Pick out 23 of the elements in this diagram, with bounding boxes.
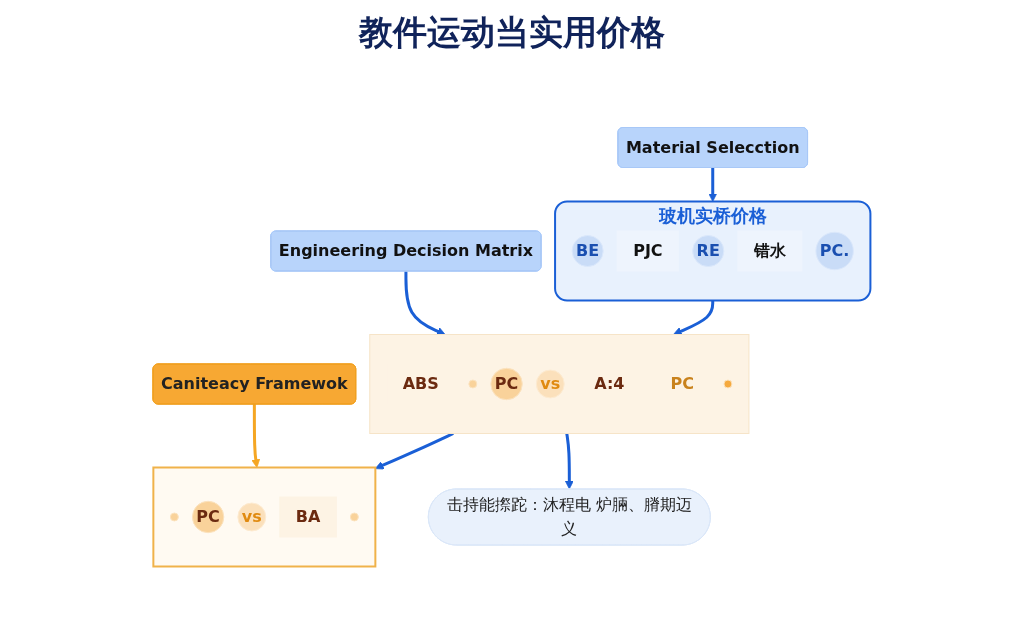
node-circle: BE xyxy=(571,234,604,268)
node-circle xyxy=(350,512,360,522)
arrow xyxy=(708,167,718,202)
arrow xyxy=(251,404,261,468)
node-circle: vs xyxy=(237,502,267,532)
arrow xyxy=(673,300,715,336)
diagram-title: 教件运动当实用价格 xyxy=(357,11,666,54)
cluster xyxy=(369,334,750,434)
node-circle: PC xyxy=(490,367,524,401)
node-circle xyxy=(170,512,180,522)
node-circle: PC. xyxy=(815,231,855,271)
node-circle xyxy=(468,379,478,389)
node-circle: vs xyxy=(536,369,566,399)
node-text: ABS xyxy=(403,374,440,393)
node-text: A:4 xyxy=(594,374,625,393)
cluster xyxy=(152,466,377,568)
node-circle xyxy=(723,379,733,389)
arrow xyxy=(404,271,446,336)
node-circle: PC xyxy=(192,500,225,534)
node-circle: RE xyxy=(692,234,725,268)
arrow xyxy=(375,432,455,470)
node-text: PC xyxy=(670,374,695,393)
arrow xyxy=(565,433,575,490)
